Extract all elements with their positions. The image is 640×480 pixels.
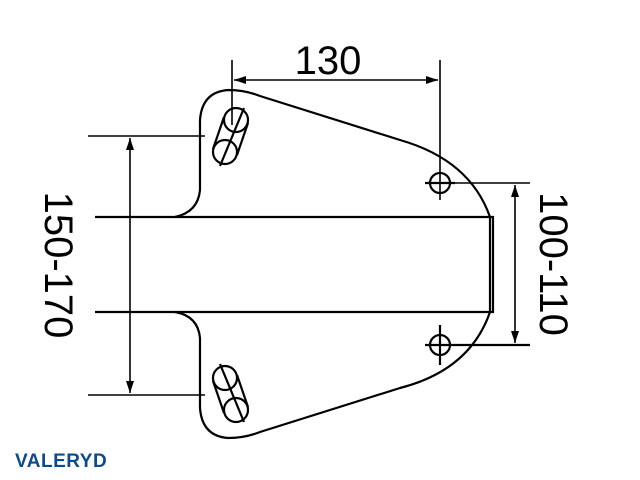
dimension-label-100-110: 100-110 <box>531 192 575 336</box>
hole-bottom-right <box>425 325 530 365</box>
dimension-label-150-170: 150-170 <box>36 192 80 339</box>
slot-bottom <box>211 363 250 424</box>
slot-top <box>211 106 250 167</box>
mounting-plate <box>174 88 492 440</box>
dimension-label-130: 130 <box>295 39 362 83</box>
tube-bar <box>95 215 495 314</box>
valeryd-logo: VALERYD <box>15 451 107 472</box>
